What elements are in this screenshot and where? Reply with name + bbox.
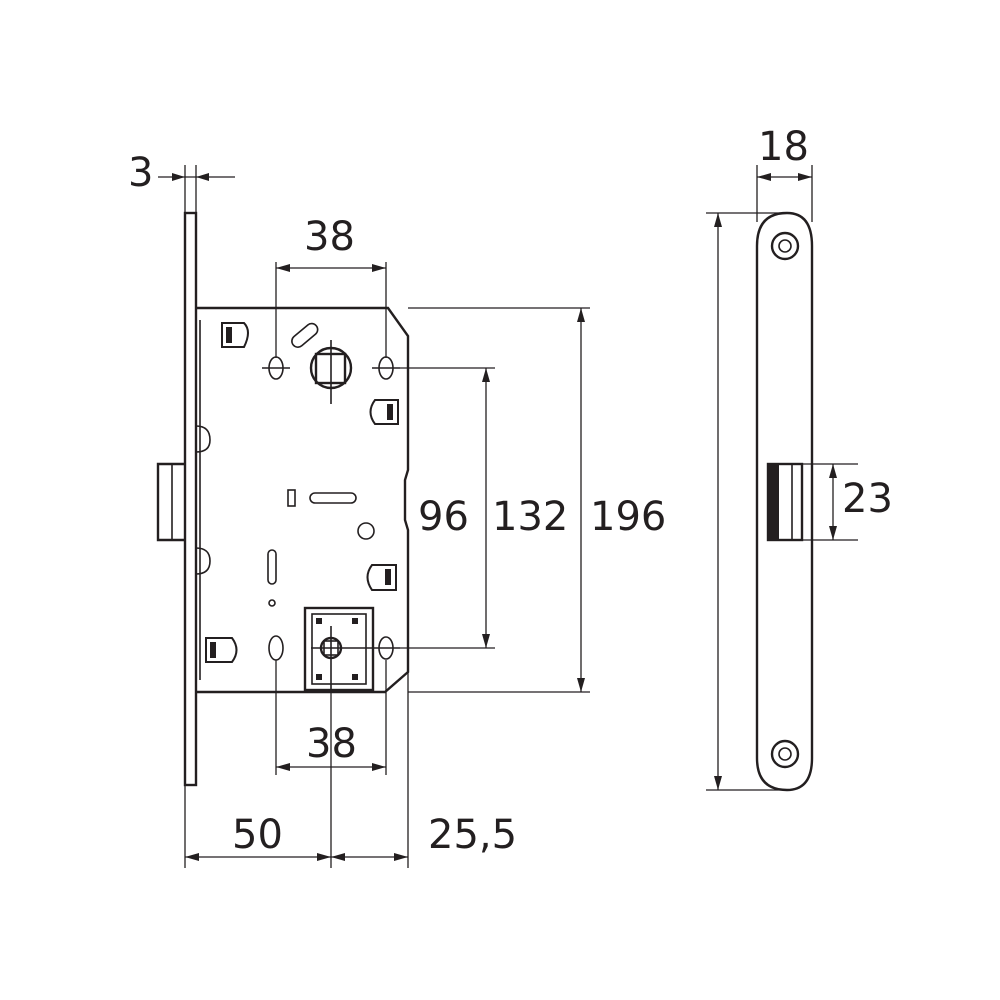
dim-follower-distance: 96: [400, 367, 495, 649]
body-lug-mid-right: [366, 564, 397, 591]
screw-hole-top: [770, 231, 800, 261]
slot-long: [309, 492, 357, 504]
dim-label-96: 96: [418, 494, 469, 540]
privacy-follower: [303, 606, 375, 692]
pin-hole: [357, 522, 375, 540]
latch-opening: [766, 462, 804, 542]
dim-latch-height: 23: [802, 463, 893, 541]
body-lug-top-right: [369, 399, 399, 425]
dim-faceplate-height: [706, 212, 787, 791]
dim-label-18: 18: [758, 124, 809, 170]
dim-label-50: 50: [232, 812, 283, 858]
body-lug-bottom-left: [205, 637, 238, 663]
dim-body-offset: 25,5: [331, 672, 517, 868]
dim-holes-height: 132: [408, 307, 590, 693]
slot-vertical: [267, 549, 277, 585]
mounting-hole-bottom-right: [372, 636, 400, 660]
dim-label-3: 3: [128, 150, 153, 196]
spring-slot: [291, 322, 319, 348]
dim-label-132: 132: [492, 494, 568, 540]
mounting-hole-bottom-left: [268, 635, 284, 661]
dim-top-hole-spacing: 38: [275, 214, 387, 358]
faceplate-side: [755, 211, 814, 792]
slot-small: [287, 489, 296, 507]
side-view: 18 23: [706, 124, 893, 792]
front-view: 3 38 38 50: [128, 150, 666, 868]
dim-faceplate-width: 18: [756, 124, 813, 222]
faceplate: [183, 211, 198, 787]
lock-body: [196, 306, 410, 694]
dim-label-38-top: 38: [304, 214, 355, 260]
mounting-hole-top-right: [372, 356, 400, 380]
body-lug-top-left: [221, 322, 249, 348]
follower-hub: [309, 340, 353, 404]
dim-label-196: 196: [590, 494, 666, 540]
dim-backset: 50: [184, 692, 332, 868]
faceplate-tab-upper: [195, 425, 211, 453]
screw-hole-bottom: [770, 739, 800, 769]
mounting-hole-top-left: [262, 356, 290, 380]
dim-label-25-5: 25,5: [428, 812, 517, 858]
dim-label-23: 23: [842, 476, 893, 522]
faceplate-tab-lower: [195, 547, 211, 575]
dim-faceplate-thickness: 3: [128, 150, 235, 213]
